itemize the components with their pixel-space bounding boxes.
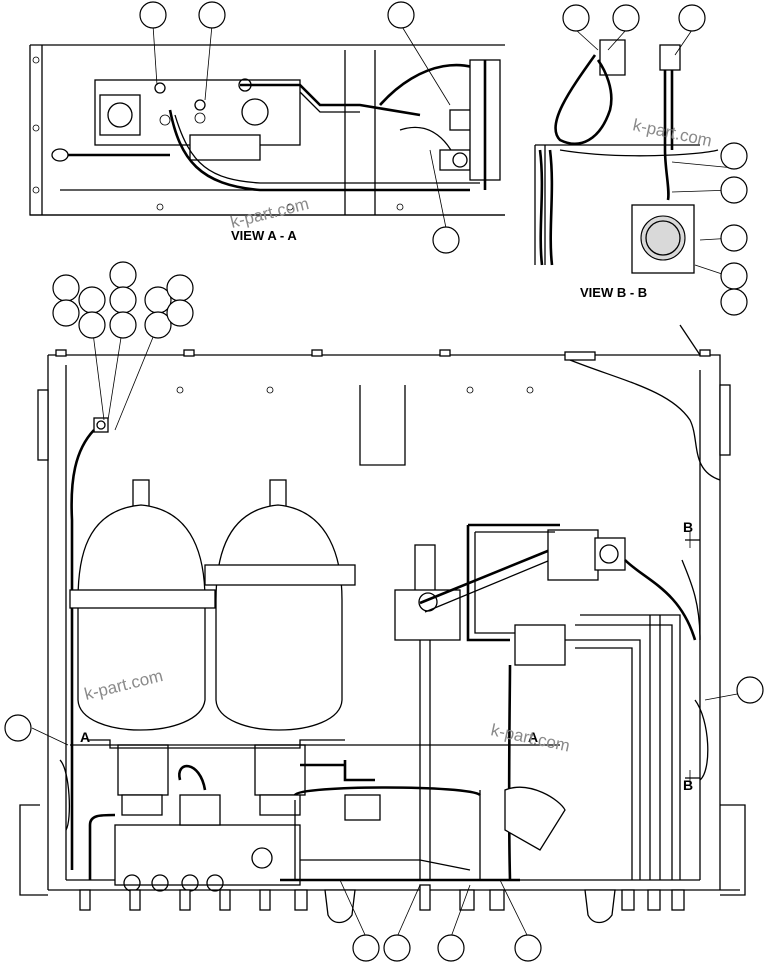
callout-circle [432,226,460,254]
main-assembly-drawing [19,324,746,924]
callout-circle [52,274,80,302]
callout-circle [720,142,748,170]
view-b-b-drawing [534,39,719,274]
callout-circle [4,714,32,742]
callout-circle [198,1,226,29]
callout-circle [166,274,194,302]
section-mark-b-top: B [683,519,693,535]
callout-circle [139,1,167,29]
callout-circle [720,262,748,290]
callout-circle [678,4,706,32]
callout-circle [109,286,137,314]
callout-bubbles [4,1,764,962]
callout-circle [720,224,748,252]
callout-circle [383,934,411,962]
callout-circle [736,676,764,704]
callout-circle [166,299,194,327]
callout-circle [78,311,106,339]
callout-circle [514,934,542,962]
callout-circle [352,934,380,962]
accumulator-right [215,479,343,816]
callout-circle [78,286,106,314]
callout-circle [562,4,590,32]
top-bolts [55,349,711,357]
view-a-a-label: VIEW A - A [231,228,297,243]
callout-circle [144,311,172,339]
bottom-fittings [79,884,685,924]
section-mark-b-bottom: B [683,777,693,793]
callout-circle [52,299,80,327]
section-mark-a-right: A [528,729,538,745]
watermark-1: k-part.com [228,194,311,232]
callout-circle [720,176,748,204]
callout-circle [109,311,137,339]
view-b-b-label: VIEW B - B [580,285,647,300]
accumulator-left [77,479,206,816]
callout-circle [437,934,465,962]
callout-circle [612,4,640,32]
callout-circle [720,288,748,316]
callout-circle [109,261,137,289]
section-mark-a-left: A [80,729,90,745]
callout-circle [387,1,415,29]
view-a-a-drawing [29,44,505,216]
watermark-4: k-part.com [489,720,571,755]
